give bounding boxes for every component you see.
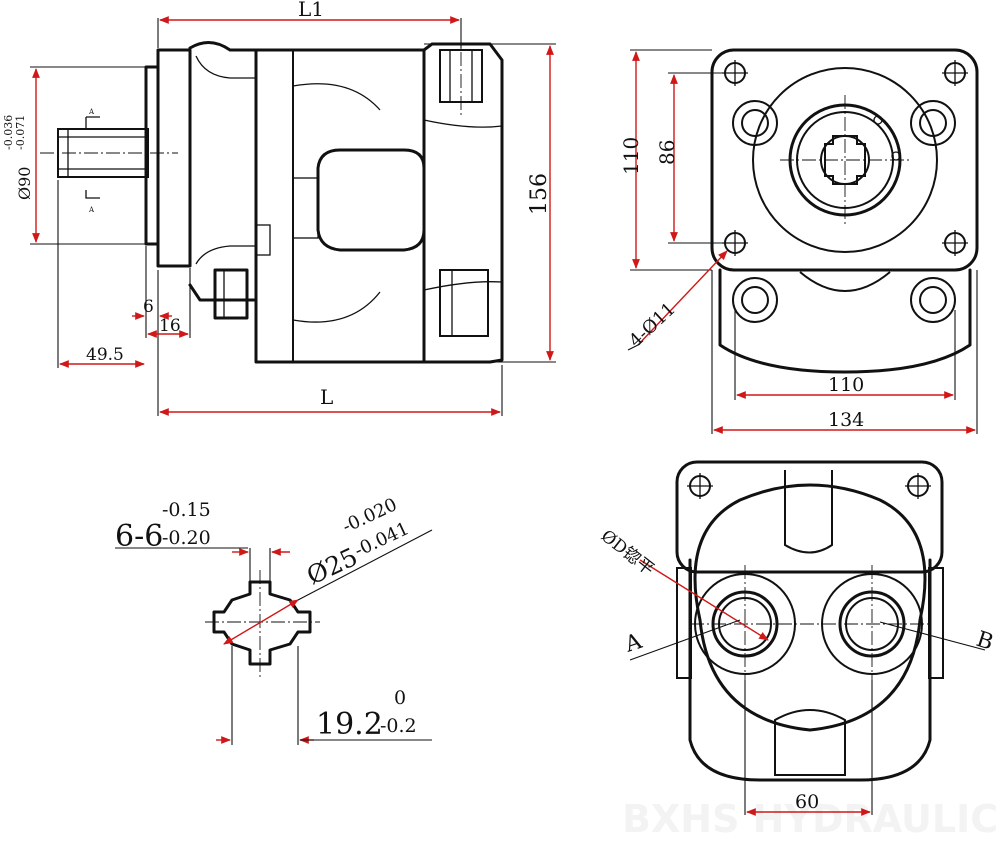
dim-6: 6 — [143, 297, 154, 317]
dim-h110: 110 — [828, 374, 864, 396]
dim-dia25: Ø25 — [302, 542, 362, 590]
dim-spacing: 60 — [795, 791, 819, 813]
section-a-bottom-label: A — [88, 206, 95, 214]
rear-view: ØD锪平 A B 60 — [597, 460, 996, 816]
dim-dia90-tol-lower: -0.071 — [14, 115, 27, 150]
dim-v86: 86 — [655, 140, 679, 165]
watermark: BXHS HYDRAULIC — [622, 797, 998, 841]
dim-v110: 110 — [619, 137, 643, 175]
dim-l: L — [320, 385, 333, 409]
port-note: ØD锪平 — [597, 526, 658, 580]
port-b-label: B — [973, 627, 996, 656]
dim-width-tol-lower: -0.2 — [380, 715, 417, 737]
dim-width-tol-upper: 0 — [394, 687, 406, 709]
dim-width: 19.2 — [316, 707, 383, 742]
section-a-top-label: A — [88, 108, 95, 116]
dim-l1: L1 — [298, 0, 324, 21]
dim-spline: 6-6 — [115, 519, 163, 554]
spline-detail: 6-6 -0.15 -0.20 Ø25 -0.020 -0.041 19.2 0… — [115, 494, 433, 745]
port-a-label: A — [621, 629, 646, 658]
dim-49-5: 49.5 — [86, 345, 124, 365]
dim-spline-tol-lower: -0.20 — [162, 527, 211, 549]
dim-dia90-tol-upper: -0.036 — [2, 115, 15, 150]
front-view: 110 86 4-Ø11 110 134 — [619, 48, 979, 434]
dim-156: 156 — [527, 173, 552, 215]
dim-h134: 134 — [828, 409, 864, 431]
dim-spline-tol-upper: -0.15 — [162, 499, 211, 521]
dim-16: 16 — [159, 316, 181, 336]
side-view: A A L1 L — [2, 0, 556, 416]
dim-holes: 4-Ø11 — [625, 299, 680, 352]
dim-dia90: Ø90 — [15, 167, 34, 200]
